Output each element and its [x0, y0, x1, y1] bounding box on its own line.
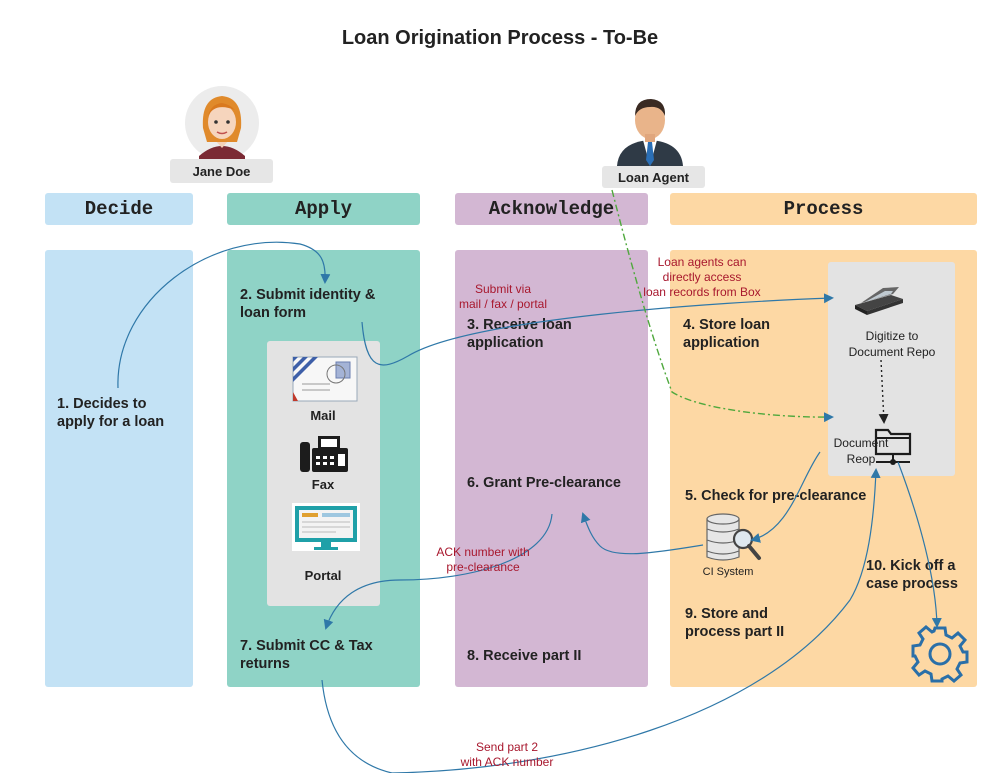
agent-name-tag: Loan Agent [602, 166, 705, 188]
applicant-name-tag: Jane Doe [170, 159, 273, 183]
envelope-icon [292, 356, 358, 402]
agent-name: Loan Agent [617, 169, 689, 185]
digitize-label: Digitize to Document Repo [848, 329, 936, 359]
annotation-send-part2: Send part 2 with ACK number [460, 740, 554, 769]
step-2: 2. Submit identity & loan form [240, 287, 376, 321]
lane-header-process: Process [670, 193, 977, 225]
mail-label: Mail [310, 408, 336, 423]
lane-header-decide: Decide [45, 193, 193, 225]
gear-icon [911, 625, 969, 683]
lane-decide [45, 250, 193, 687]
step-10: 10. Kick off a case process [866, 558, 958, 592]
businessman-avatar-icon [613, 94, 687, 166]
step-8: 8. Receive part II [467, 648, 582, 664]
lane-header-apply-label: Apply [294, 198, 352, 220]
flow-submit-to-digitize [361, 293, 834, 366]
flow-repo-to-case [897, 461, 942, 628]
flow-digitize-to-repo [878, 359, 889, 424]
flow-grant-to-submit-cc [323, 513, 553, 630]
portal-label: Portal [304, 568, 342, 583]
lane-header-acknowledge-label: Acknowledge [488, 198, 615, 220]
applicant-name: Jane Doe [192, 163, 251, 179]
flow-repo-to-ci [750, 451, 821, 543]
scanner-icon [853, 285, 905, 315]
lane-acknowledge [455, 250, 648, 687]
lane-header-decide-label: Decide [84, 198, 154, 220]
step-7: 7. Submit CC & Tax returns [240, 638, 373, 672]
step-1: 1. Decides to apply for a loan [57, 396, 165, 430]
annotation-agent-access: Loan agents can directly access loan rec… [643, 255, 761, 299]
fax-machine-icon [300, 436, 348, 472]
woman-avatar-icon [185, 86, 259, 160]
lane-header-apply: Apply [227, 193, 420, 225]
flow-send-part2 [321, 470, 876, 773]
diagram-title: Loan Origination Process - To-Be [341, 27, 659, 49]
ci-system-label: CI System [702, 566, 754, 578]
step-9: 9. Store and process part II [685, 606, 785, 640]
flow-decide-to-submit [117, 241, 331, 389]
flow-ci-to-grant [580, 512, 704, 555]
step-5: 5. Check for pre-clearance [685, 488, 867, 504]
annotation-submit-via: Submit via mail / fax / portal [458, 282, 548, 311]
step-4: 4. Store loan application [683, 317, 771, 351]
folder-network-icon [872, 424, 914, 466]
annotation-ack-number: ACK number with pre-clearance [436, 545, 530, 574]
flow-agent-to-repo [611, 189, 834, 423]
step-6: 6. Grant Pre-clearance [467, 475, 621, 491]
lane-header-process-label: Process [783, 198, 864, 220]
fax-label: Fax [311, 477, 335, 492]
lane-header-acknowledge: Acknowledge [455, 193, 648, 225]
web-portal-icon [292, 503, 360, 551]
